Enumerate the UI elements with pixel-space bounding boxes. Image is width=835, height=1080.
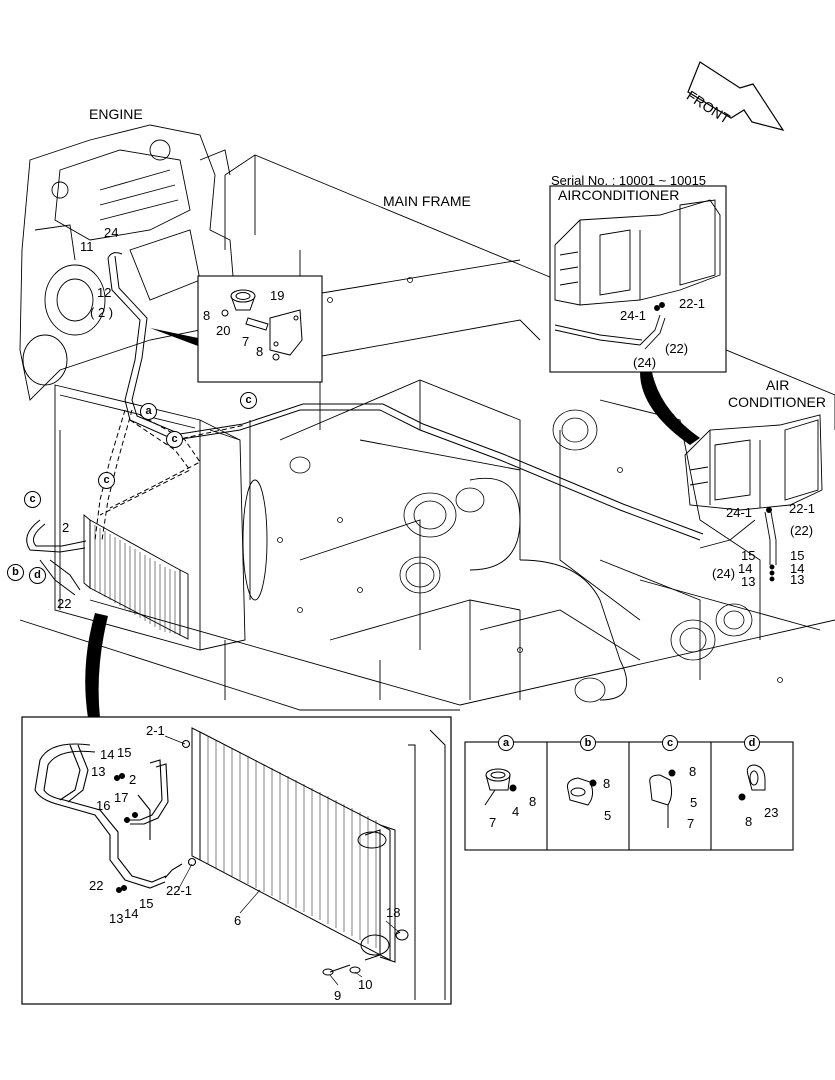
clip-header-d: d (744, 735, 760, 751)
part-9-bolt: 9 (334, 988, 342, 1003)
clip-d-part-8: 8 (745, 814, 753, 829)
engine-ac-hoses (107, 252, 704, 541)
callout-c-1: c (240, 392, 257, 409)
callout-a: a (140, 403, 157, 420)
radiator-drawing (54, 384, 268, 651)
clip-a-part-4: 4 (512, 804, 520, 819)
clip-drawings (484, 764, 766, 828)
label-engine: ENGINE (89, 106, 143, 122)
part-22-1-detail: 22-1 (166, 883, 193, 898)
callout-c-4: c (24, 491, 41, 508)
part-8-a: 8 (203, 308, 211, 323)
aircon-main-drawing (684, 414, 823, 582)
clip-a-part-7: 7 (489, 815, 497, 830)
condenser-detail-drawing (191, 727, 446, 1000)
part-22-condenser: 22 (57, 596, 72, 611)
condenser-detail-frame (21, 716, 452, 1005)
clip-table-grid (464, 741, 794, 851)
clip-header-a: a (498, 735, 514, 751)
clip-b-part-5: 5 (604, 808, 612, 823)
bracket-pointer (150, 328, 198, 346)
bracket-inset-drawing (221, 289, 303, 361)
front-arrow (687, 61, 785, 131)
part-2-paren: ( 2 ) (90, 305, 114, 320)
frame-holes (277, 277, 783, 703)
part-15-detail-b: 15 (139, 896, 154, 911)
label-serial-no: Serial No. : 10001 ~ 10015 (551, 173, 707, 188)
part-16-detail: 16 (96, 798, 111, 813)
clip-header-b: b (580, 735, 596, 751)
callout-c-2: c (166, 431, 183, 448)
detail-pointer (85, 613, 108, 718)
part-15-detail: 15 (117, 745, 132, 760)
aircon-inset-frame (549, 185, 727, 373)
part-22-paren-inset: (22) (665, 341, 689, 356)
part-13-detail: 13 (91, 764, 106, 779)
part-24: 24 (104, 225, 119, 240)
part-14-main-right: 14 (790, 561, 805, 576)
clip-header-c: c (662, 735, 678, 751)
part-24-paren-inset: (24) (633, 355, 657, 370)
part-13-main-right: 13 (790, 572, 805, 587)
clip-c-part-5: 5 (690, 795, 698, 810)
part-2-1-detail: 2-1 (146, 723, 165, 738)
part-12: 12 (97, 285, 112, 300)
part-14-main-left: 14 (738, 561, 753, 576)
part-8-b: 8 (256, 344, 264, 359)
part-24-paren-main: (24) (712, 566, 736, 581)
part-6-condenser: 6 (234, 913, 242, 928)
part-19: 19 (270, 288, 285, 303)
detail-leader-lines (164, 735, 401, 986)
part-17-detail: 17 (114, 790, 129, 805)
clip-a-part-8: 8 (529, 794, 537, 809)
part-18-detail: 18 (386, 905, 401, 920)
clip-c-part-8: 8 (689, 764, 697, 779)
label-aircon-inset: AIRCONDITIONER (558, 187, 680, 203)
part-2-detail: 2 (129, 772, 137, 787)
part-13-detail-b: 13 (109, 911, 124, 926)
aircon-pointer (640, 372, 700, 445)
label-main-frame: MAIN FRAME (383, 193, 471, 209)
aircon-inset-drawing (554, 199, 721, 350)
main-frame-drawing (19, 154, 835, 711)
label-aircon-main-1: AIR (766, 377, 790, 393)
condenser-detail-fins (207, 736, 377, 948)
part-24-1-inset: 24-1 (620, 308, 647, 323)
clip-d-part-23: 23 (764, 805, 779, 820)
callout-c-3: c (98, 472, 115, 489)
part-22-1-inset: 22-1 (679, 296, 706, 311)
part-14-detail-b: 14 (124, 906, 139, 921)
part-15-main-left: 15 (741, 548, 756, 563)
condenser-upper-fins (94, 525, 176, 634)
callout-b: b (7, 564, 24, 581)
condenser-detail-hoses (34, 739, 197, 894)
condenser-upper (83, 514, 189, 640)
part-22-1-main: 22-1 (789, 501, 816, 516)
label-aircon-main-2: CONDITIONER (728, 394, 826, 410)
part-7: 7 (242, 334, 250, 349)
part-13-main-left: 13 (741, 574, 756, 589)
callout-d: d (29, 567, 46, 584)
part-24-1-main: 24-1 (726, 505, 753, 520)
condenser-upper-hoses (26, 519, 87, 596)
part-15-main-right: 15 (790, 548, 805, 563)
part-14-detail: 14 (100, 747, 115, 762)
clip-c-part-7: 7 (687, 816, 695, 831)
part-2-condenser: 2 (62, 520, 70, 535)
part-20: 20 (216, 323, 231, 338)
part-10-washer: 10 (358, 977, 373, 992)
clip-b-part-8: 8 (603, 776, 611, 791)
part-11: 11 (80, 239, 94, 254)
part-22-detail: 22 (89, 878, 104, 893)
part-22-paren-main: (22) (790, 523, 814, 538)
